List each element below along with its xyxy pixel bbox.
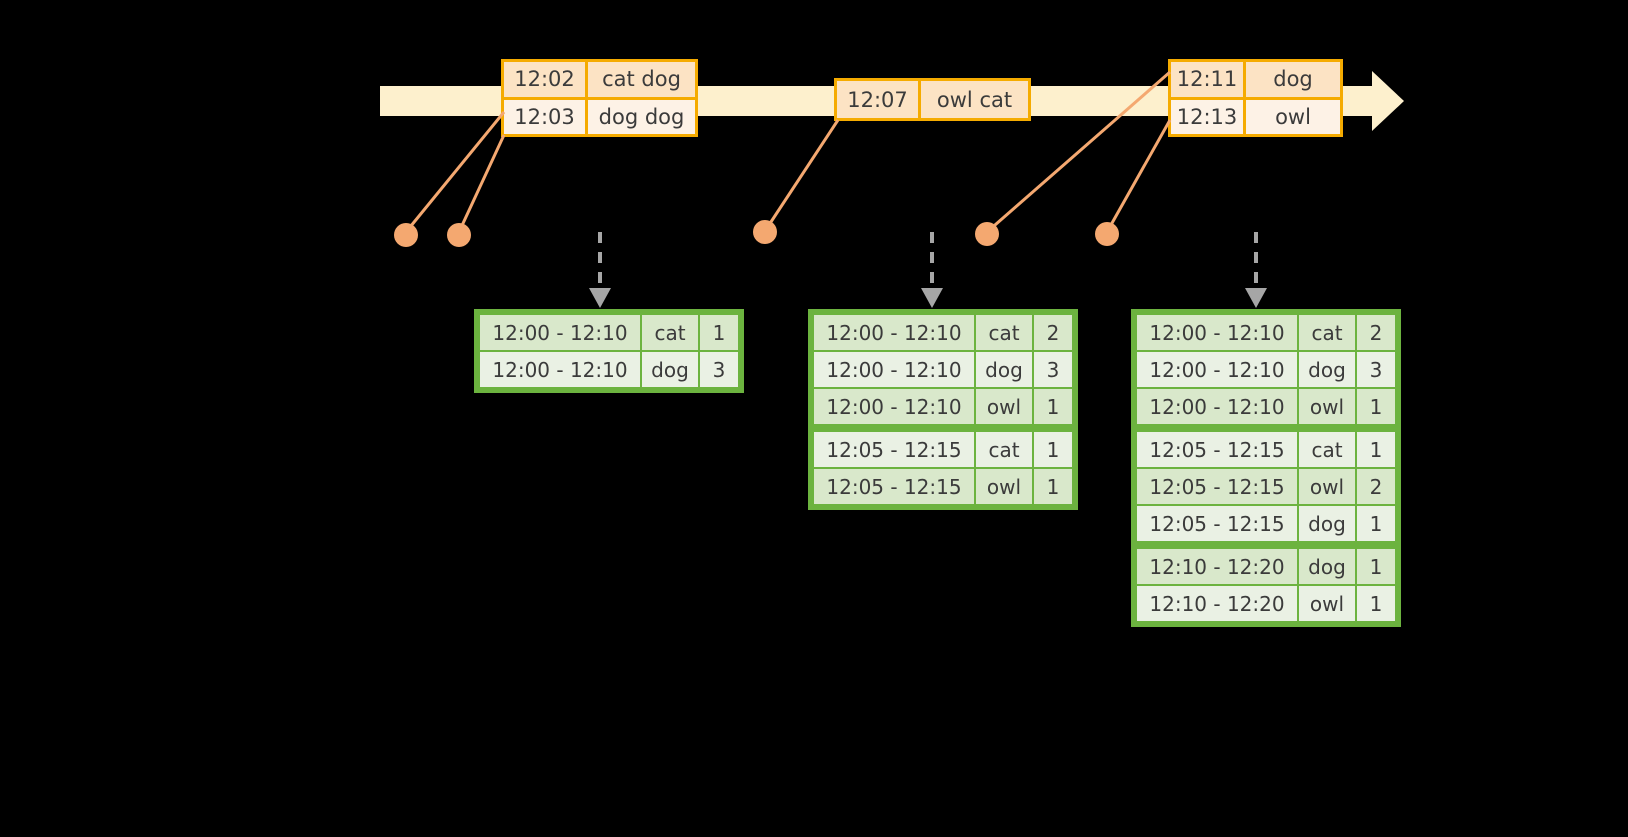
cell-word: dog [1299,352,1355,387]
cell-window: 12:10 - 12:20 [1137,586,1297,621]
table-row: 12:10 - 12:20 owl 1 [1137,586,1395,621]
event-time: 12:11 [1171,62,1246,97]
cell-count: 3 [1357,352,1395,387]
connector-line [763,119,840,232]
cell-word: owl [976,389,1032,424]
cell-word: cat [976,432,1032,467]
event-value: dog dog [598,104,685,129]
cell-count: 1 [1357,549,1395,584]
table-row: 12:10 - 12:20 dog 1 [1137,549,1395,584]
result-table-1[interactable]: 12:00 - 12:10 cat 1 12:00 - 12:10 dog 3 [474,309,744,393]
connector-line [457,134,506,233]
event-row: 12:07 owl cat [837,81,1028,118]
cell-window: 12:05 - 12:15 [814,432,974,467]
table-row: 12:05 - 12:15 owl 1 [814,469,1072,504]
cell-word: cat [1299,432,1355,467]
event-group-2[interactable]: 12:07 owl cat [834,78,1031,121]
cell-word: cat [642,315,698,350]
window-group-separator [1137,543,1395,547]
event-group-3[interactable]: 12:11 dog 12:13 owl [1168,59,1343,137]
connector-line [404,111,506,233]
cell-word: dog [1299,549,1355,584]
window-group-separator [1137,426,1395,430]
cell-word: dog [642,352,698,387]
cell-window: 12:05 - 12:15 [814,469,974,504]
connector-dot [447,223,471,247]
event-time: 12:02 [504,62,588,97]
cell-count: 1 [1034,389,1072,424]
event-time: 12:13 [1171,99,1246,134]
cell-count: 1 [1034,432,1072,467]
event-value: owl cat [936,87,1013,112]
cell-count: 1 [1357,432,1395,467]
cell-count: 1 [1357,506,1395,541]
cell-window: 12:10 - 12:20 [1137,549,1297,584]
cell-window: 12:05 - 12:15 [1137,506,1297,541]
window-group-separator [814,426,1072,430]
connector-dot [394,223,418,247]
cell-word: owl [1299,586,1355,621]
table-row: 12:05 - 12:15 cat 1 [1137,432,1395,467]
cell-word: dog [1299,506,1355,541]
cell-word: owl [1299,389,1355,424]
event-row: 12:11 dog [1171,62,1340,97]
cell-count: 1 [1357,586,1395,621]
event-row: 12:02 cat dog [504,62,695,97]
cell-count: 2 [1357,469,1395,504]
cell-window: 12:00 - 12:10 [480,352,640,387]
cell-window: 12:00 - 12:10 [814,315,974,350]
table-row: 12:05 - 12:15 cat 1 [814,432,1072,467]
cell-word: cat [1299,315,1355,350]
cell-word: dog [976,352,1032,387]
result-table-3[interactable]: 12:00 - 12:10 cat 2 12:00 - 12:10 dog 3 … [1131,309,1401,627]
connector-dot [975,222,999,246]
cell-word: owl [1299,469,1355,504]
trigger-arrow-head [921,288,943,308]
trigger-arrow-head [589,288,611,308]
table-row: 12:00 - 12:10 owl 1 [1137,389,1395,424]
cell-count: 3 [700,352,738,387]
event-time: 12:03 [504,99,588,134]
event-group-1[interactable]: 12:02 cat dog 12:03 dog dog [501,59,698,137]
cell-window: 12:00 - 12:10 [480,315,640,350]
table-row: 12:00 - 12:10 owl 1 [814,389,1072,424]
cell-window: 12:00 - 12:10 [1137,352,1297,387]
table-row: 12:00 - 12:10 cat 2 [1137,315,1395,350]
event-row: 12:13 owl [1171,96,1340,134]
table-row: 12:00 - 12:10 dog 3 [480,352,738,387]
connector-line [1105,119,1172,233]
cell-count: 2 [1357,315,1395,350]
table-row: 12:00 - 12:10 dog 3 [814,352,1072,387]
cell-count: 2 [1034,315,1072,350]
event-row: 12:03 dog dog [504,96,695,134]
event-time: 12:07 [837,81,921,118]
result-table-2[interactable]: 12:00 - 12:10 cat 2 12:00 - 12:10 dog 3 … [808,309,1078,510]
cell-count: 1 [1357,389,1395,424]
cell-window: 12:00 - 12:10 [1137,389,1297,424]
cell-window: 12:00 - 12:10 [1137,315,1297,350]
cell-count: 3 [1034,352,1072,387]
cell-window: 12:00 - 12:10 [814,352,974,387]
connector-dot [753,220,777,244]
table-row: 12:05 - 12:15 dog 1 [1137,506,1395,541]
table-row: 12:00 - 12:10 cat 2 [814,315,1072,350]
cell-count: 1 [1034,469,1072,504]
cell-window: 12:00 - 12:10 [814,389,974,424]
event-value: cat dog [602,67,681,92]
cell-count: 1 [700,315,738,350]
event-value: dog [1273,67,1313,92]
table-row: 12:05 - 12:15 owl 2 [1137,469,1395,504]
trigger-arrow-head [1245,288,1267,308]
cell-window: 12:05 - 12:15 [1137,432,1297,467]
timeline-arrow-head [1372,71,1404,131]
event-value: owl [1275,104,1311,129]
connector-dot [1095,222,1119,246]
cell-word: owl [976,469,1032,504]
table-row: 12:00 - 12:10 cat 1 [480,315,738,350]
cell-window: 12:05 - 12:15 [1137,469,1297,504]
cell-word: cat [976,315,1032,350]
table-row: 12:00 - 12:10 dog 3 [1137,352,1395,387]
